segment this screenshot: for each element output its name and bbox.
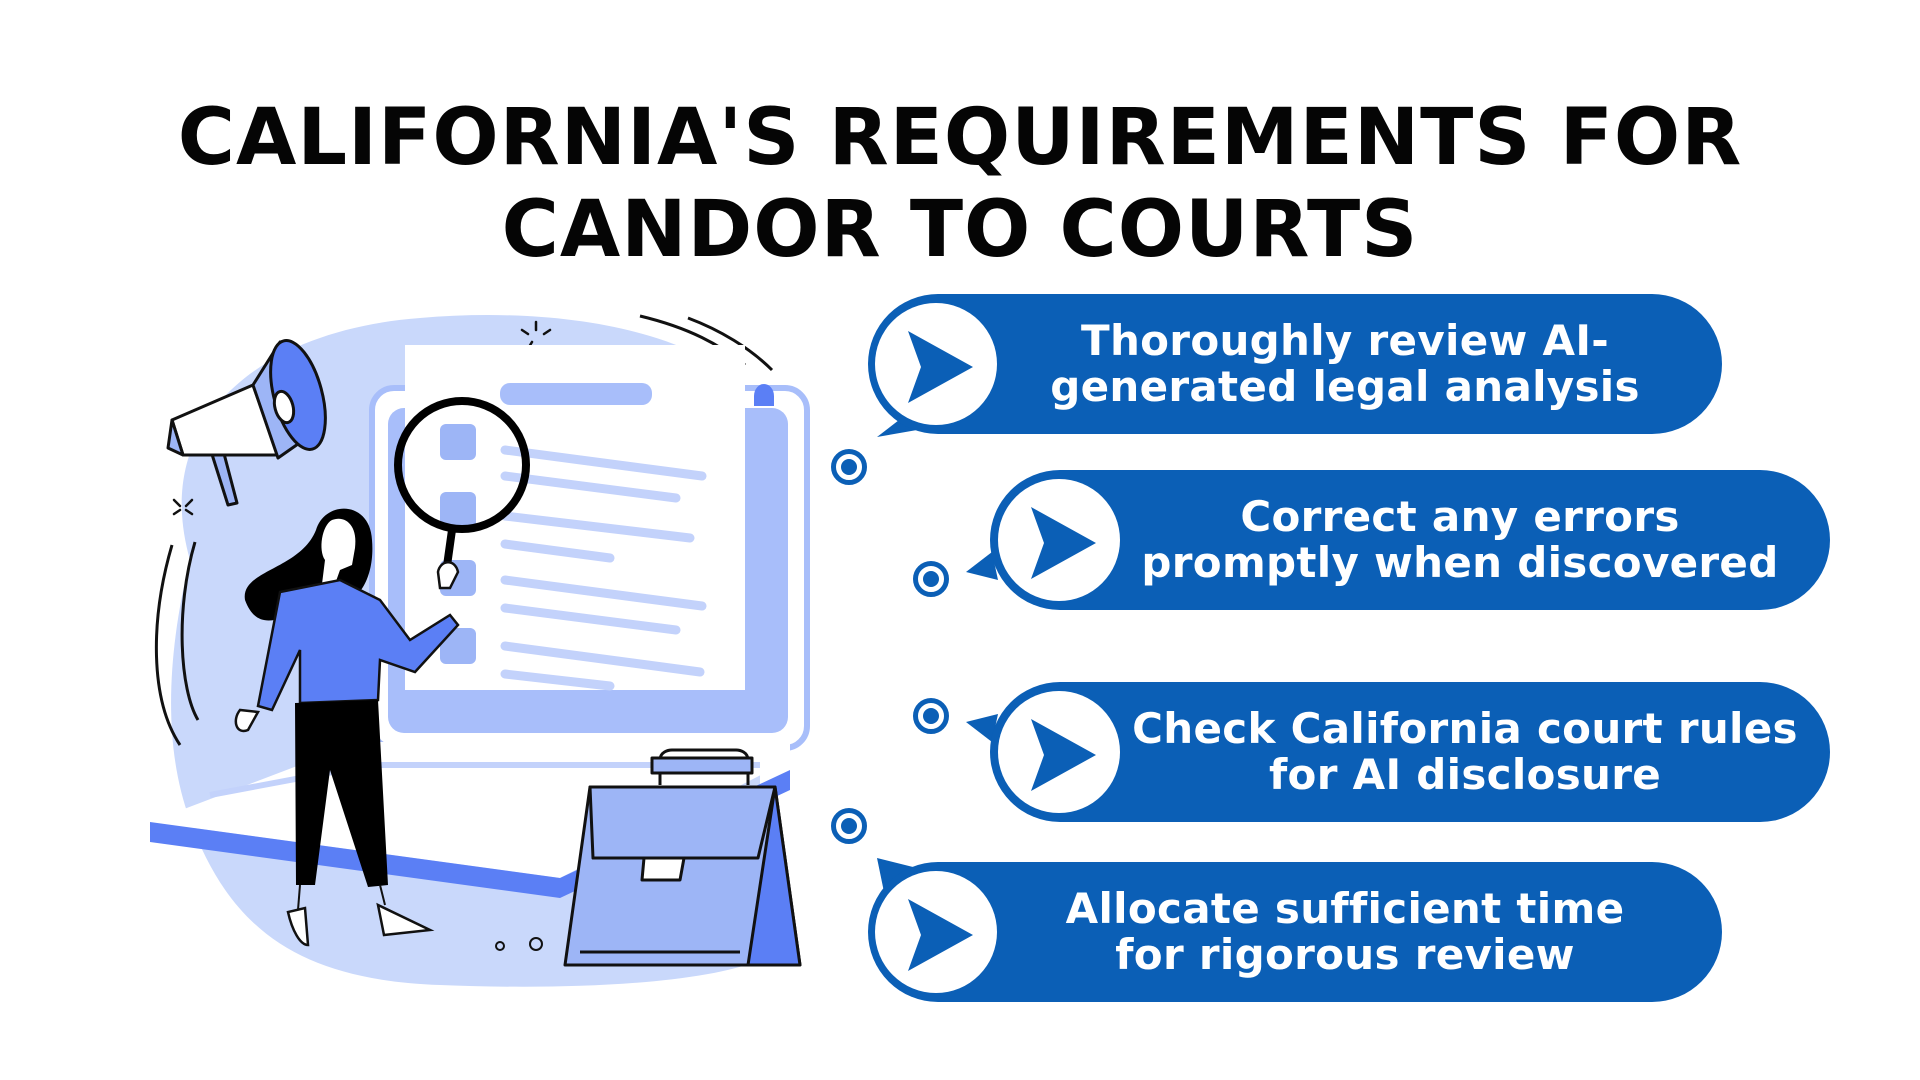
play-arrow-icon	[1031, 719, 1096, 791]
title-line-2: CANDOR TO COURTS	[501, 185, 1419, 275]
page-title: CALIFORNIA'S REQUIREMENTS FOR CANDOR TO …	[0, 92, 1920, 276]
bubble-circle	[875, 303, 997, 425]
bubble-circle	[998, 691, 1120, 813]
hand-left	[234, 708, 261, 733]
pill-3-tail	[966, 714, 998, 742]
person-illustration	[234, 508, 460, 947]
requirement-item-1: Thoroughly review AI- generated legal an…	[868, 294, 1722, 434]
shoe-left	[286, 906, 310, 947]
motion-arc-2	[687, 316, 774, 372]
connector-dot-4	[831, 808, 867, 844]
connector-dot-1	[831, 449, 867, 485]
sweater	[256, 578, 460, 712]
connector-dot-2	[913, 561, 949, 597]
megaphone-icon	[166, 339, 327, 507]
face	[321, 518, 356, 584]
connector-dot-3	[913, 698, 949, 734]
bubble-circle	[875, 871, 997, 993]
motion-arc-3	[154, 544, 182, 746]
requirement-text: Check California court rules for AI disc…	[1132, 704, 1798, 799]
briefcase-icon	[563, 748, 802, 967]
title-line-1: CALIFORNIA'S REQUIREMENTS FOR	[177, 93, 1743, 183]
requirement-text: Correct any errors promptly when discove…	[1141, 492, 1779, 587]
sparkle-icon	[172, 320, 552, 516]
motion-arc-4	[180, 541, 200, 721]
play-arrow-icon	[908, 899, 973, 971]
requirement-item-4: Allocate sufficient time for rigorous re…	[868, 862, 1722, 1002]
shoe-right	[376, 902, 435, 937]
play-arrow-icon	[1031, 507, 1096, 579]
requirement-text: Allocate sufficient time for rigorous re…	[1065, 884, 1625, 979]
requirement-text: Thoroughly review AI- generated legal an…	[1050, 316, 1640, 411]
pill-2-tail	[966, 552, 998, 580]
pants	[295, 700, 388, 887]
requirement-item-2: Correct any errors promptly when discove…	[990, 470, 1830, 610]
document-lines	[500, 445, 707, 691]
requirement-item-3: Check California court rules for AI disc…	[990, 682, 1830, 822]
bubble-circle	[998, 479, 1120, 601]
magnifying-glass-icon	[394, 397, 530, 590]
play-arrow-icon	[908, 331, 973, 403]
